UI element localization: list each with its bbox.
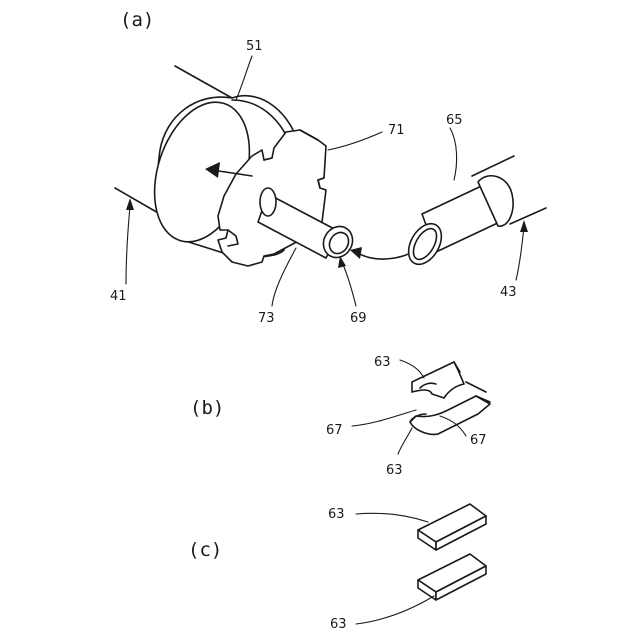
- sleeve-65: [402, 176, 513, 270]
- flat-strip-63-bottom: [418, 554, 486, 600]
- ref-63-b-top: 63: [374, 355, 391, 370]
- ref-73: 73: [258, 311, 275, 326]
- ref-67-b-left: 67: [326, 423, 343, 438]
- panel-label-a: (a): [120, 9, 154, 31]
- flat-strip-63-top: [418, 504, 486, 550]
- ref-63-c-top: 63: [328, 507, 345, 522]
- panel-label-b: (b): [190, 397, 224, 419]
- ref-67-b-right: 67: [470, 433, 487, 448]
- ref-65: 65: [446, 113, 463, 128]
- split-sleeve-63: [410, 362, 490, 434]
- ref-63-c-bottom: 63: [330, 617, 347, 632]
- ref-51: 51: [246, 39, 263, 54]
- ref-41: 41: [110, 289, 127, 304]
- panel-label-c: (c): [188, 539, 222, 561]
- ref-43: 43: [500, 285, 517, 300]
- ref-71: 71: [388, 123, 405, 138]
- ref-69: 69: [350, 311, 367, 326]
- ref-63-b-bottom: 63: [386, 463, 403, 478]
